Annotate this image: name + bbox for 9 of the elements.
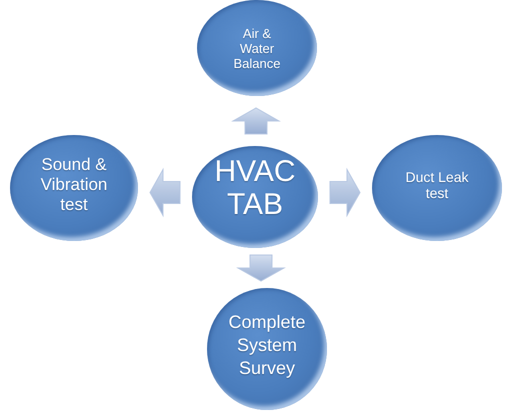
block-arrow xyxy=(149,168,180,218)
block-arrow xyxy=(231,107,281,134)
node-label: Duct Leak test xyxy=(404,169,470,201)
node-label: Air & Water Balance xyxy=(232,26,282,70)
node-label: Sound & Vibration test xyxy=(40,155,108,215)
block-arrow xyxy=(236,254,286,282)
node-label: HVAC TAB xyxy=(213,155,297,221)
block-arrow xyxy=(330,168,361,218)
node-label: Complete System Survey xyxy=(227,310,307,380)
